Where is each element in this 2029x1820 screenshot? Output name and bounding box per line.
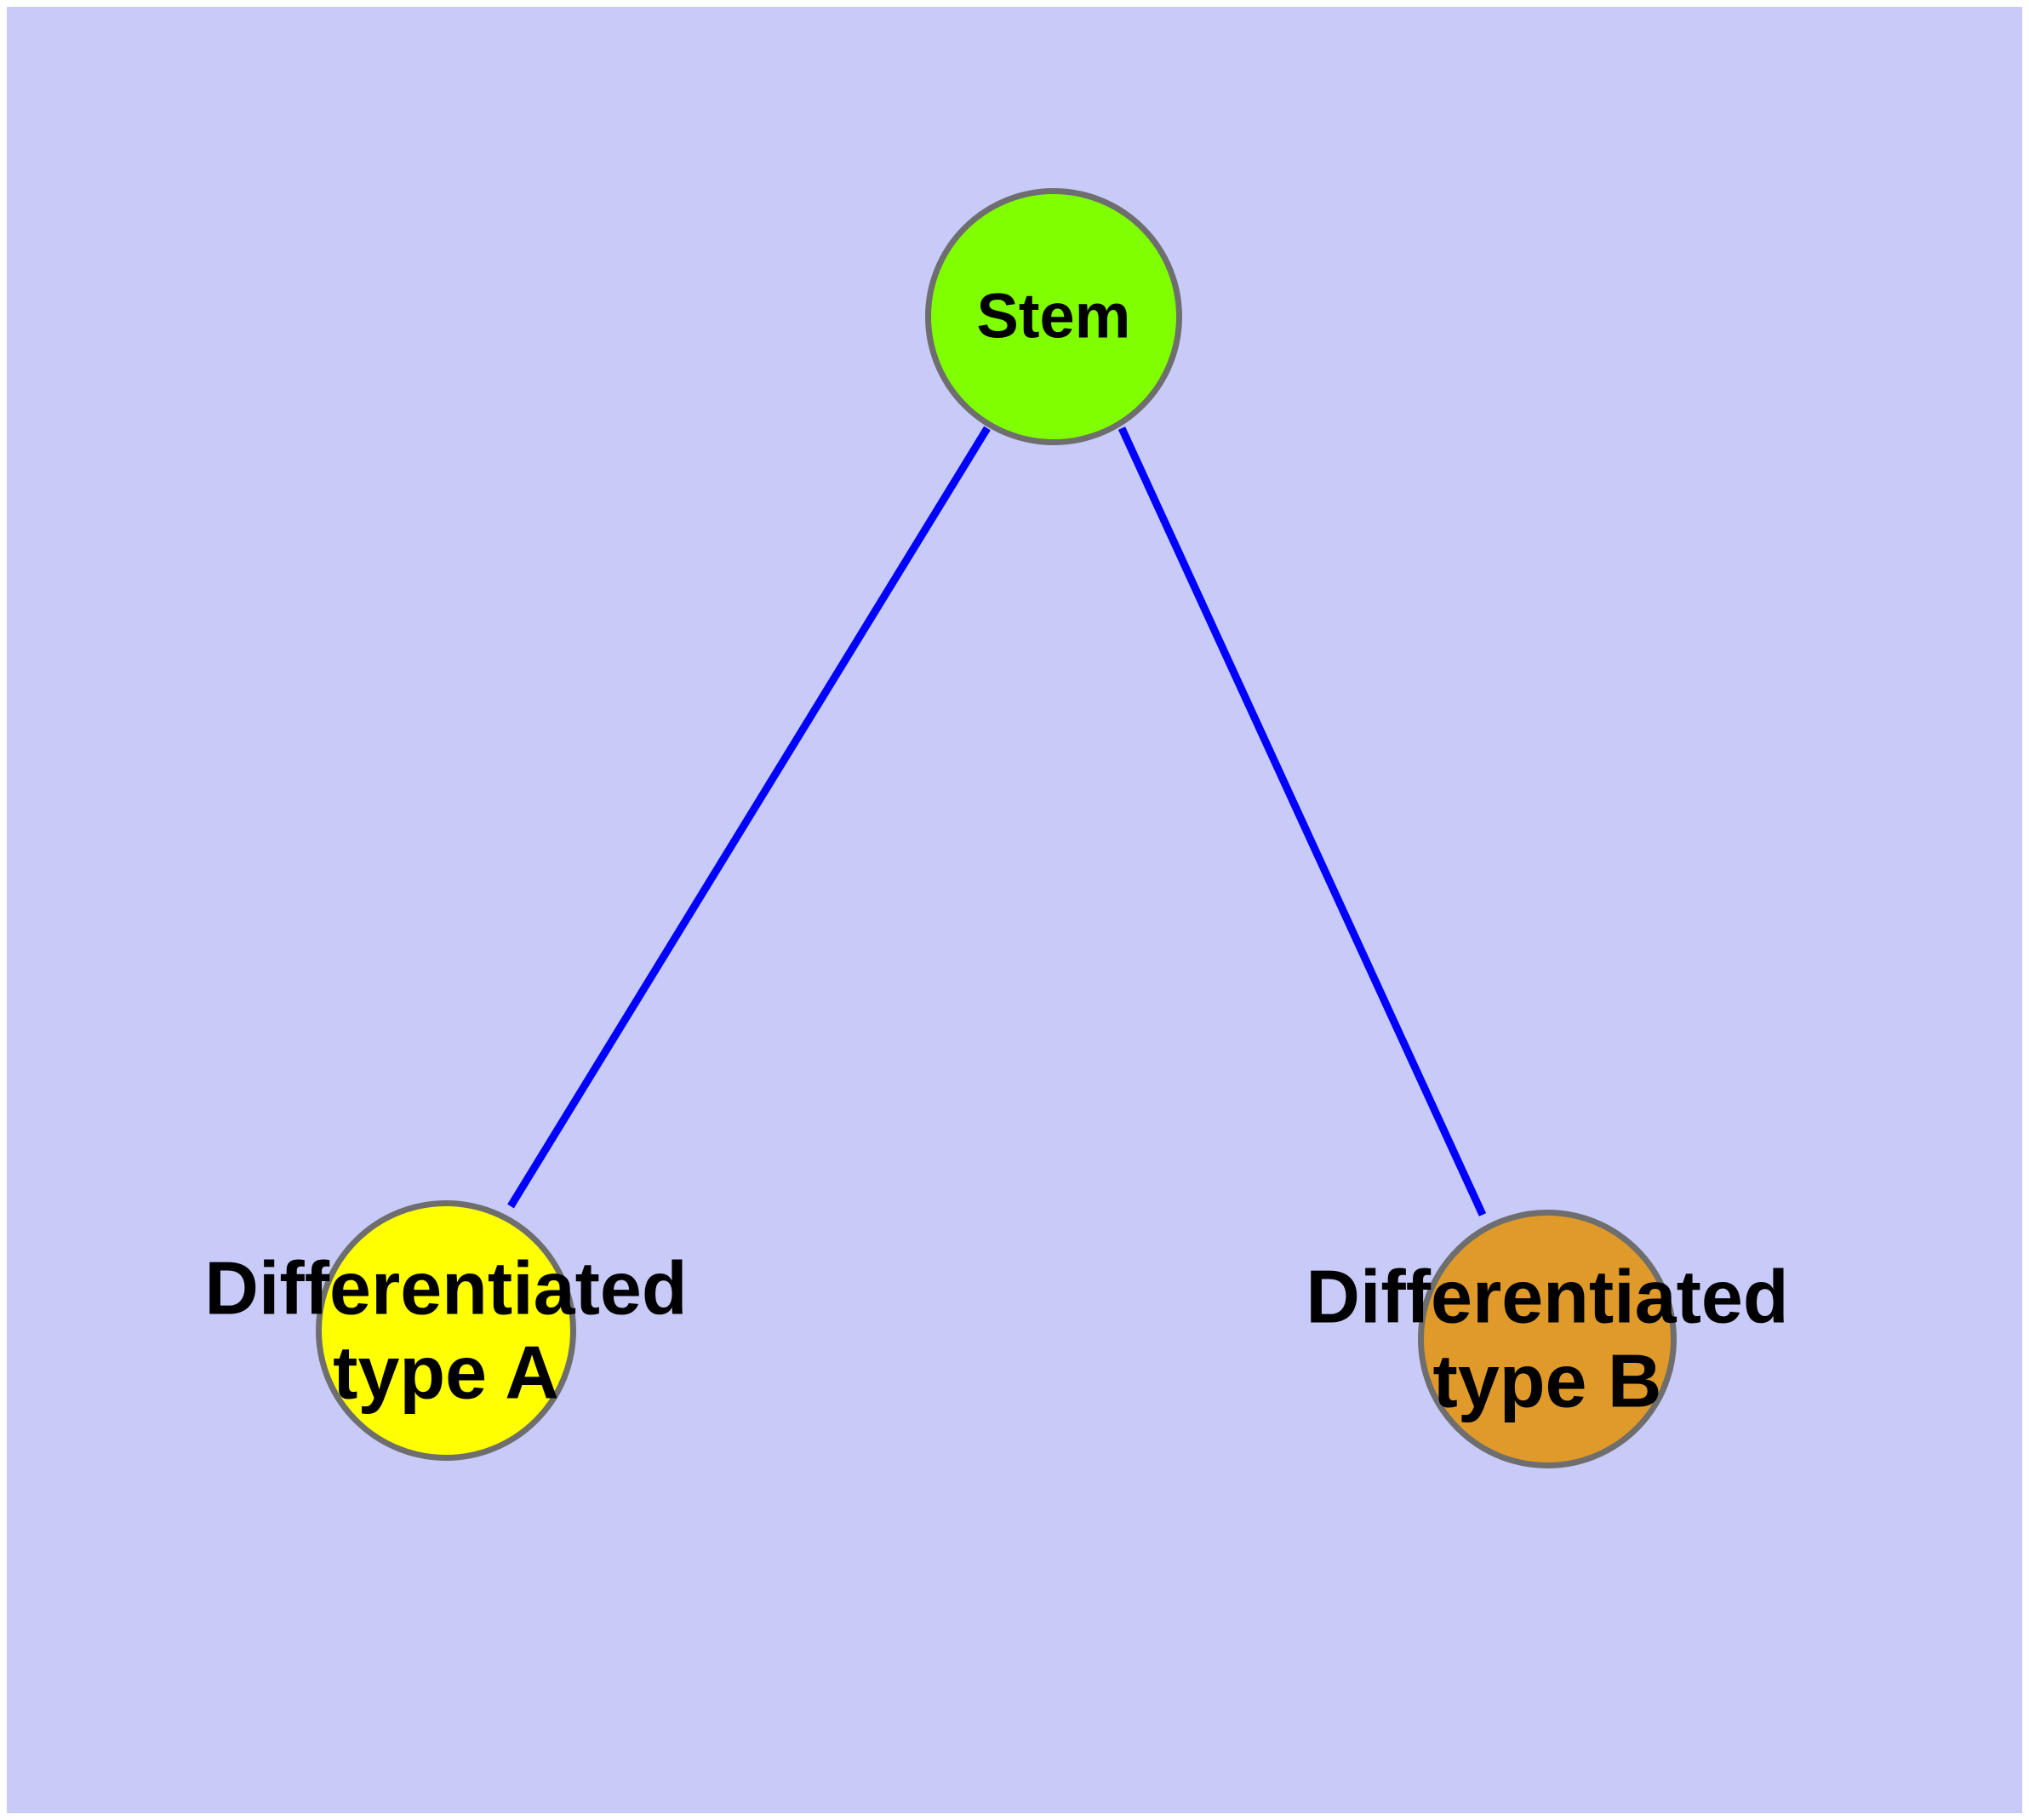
node-differentiated-type-a[interactable]: Differentiated type A — [204, 1200, 688, 1461]
diagram-plot-area: Stem Differentiated type A Differentiate… — [7, 7, 2022, 1813]
node-stem-label: Stem — [976, 280, 1131, 352]
edge-layer — [507, 426, 1487, 1216]
node-differentiated-type-b[interactable]: Differentiated type B — [1306, 1210, 1789, 1468]
edge-stem-to-diff-b — [1117, 426, 1487, 1216]
node-stem[interactable]: Stem — [925, 188, 1182, 445]
edge-stem-to-diff-a — [507, 426, 991, 1209]
